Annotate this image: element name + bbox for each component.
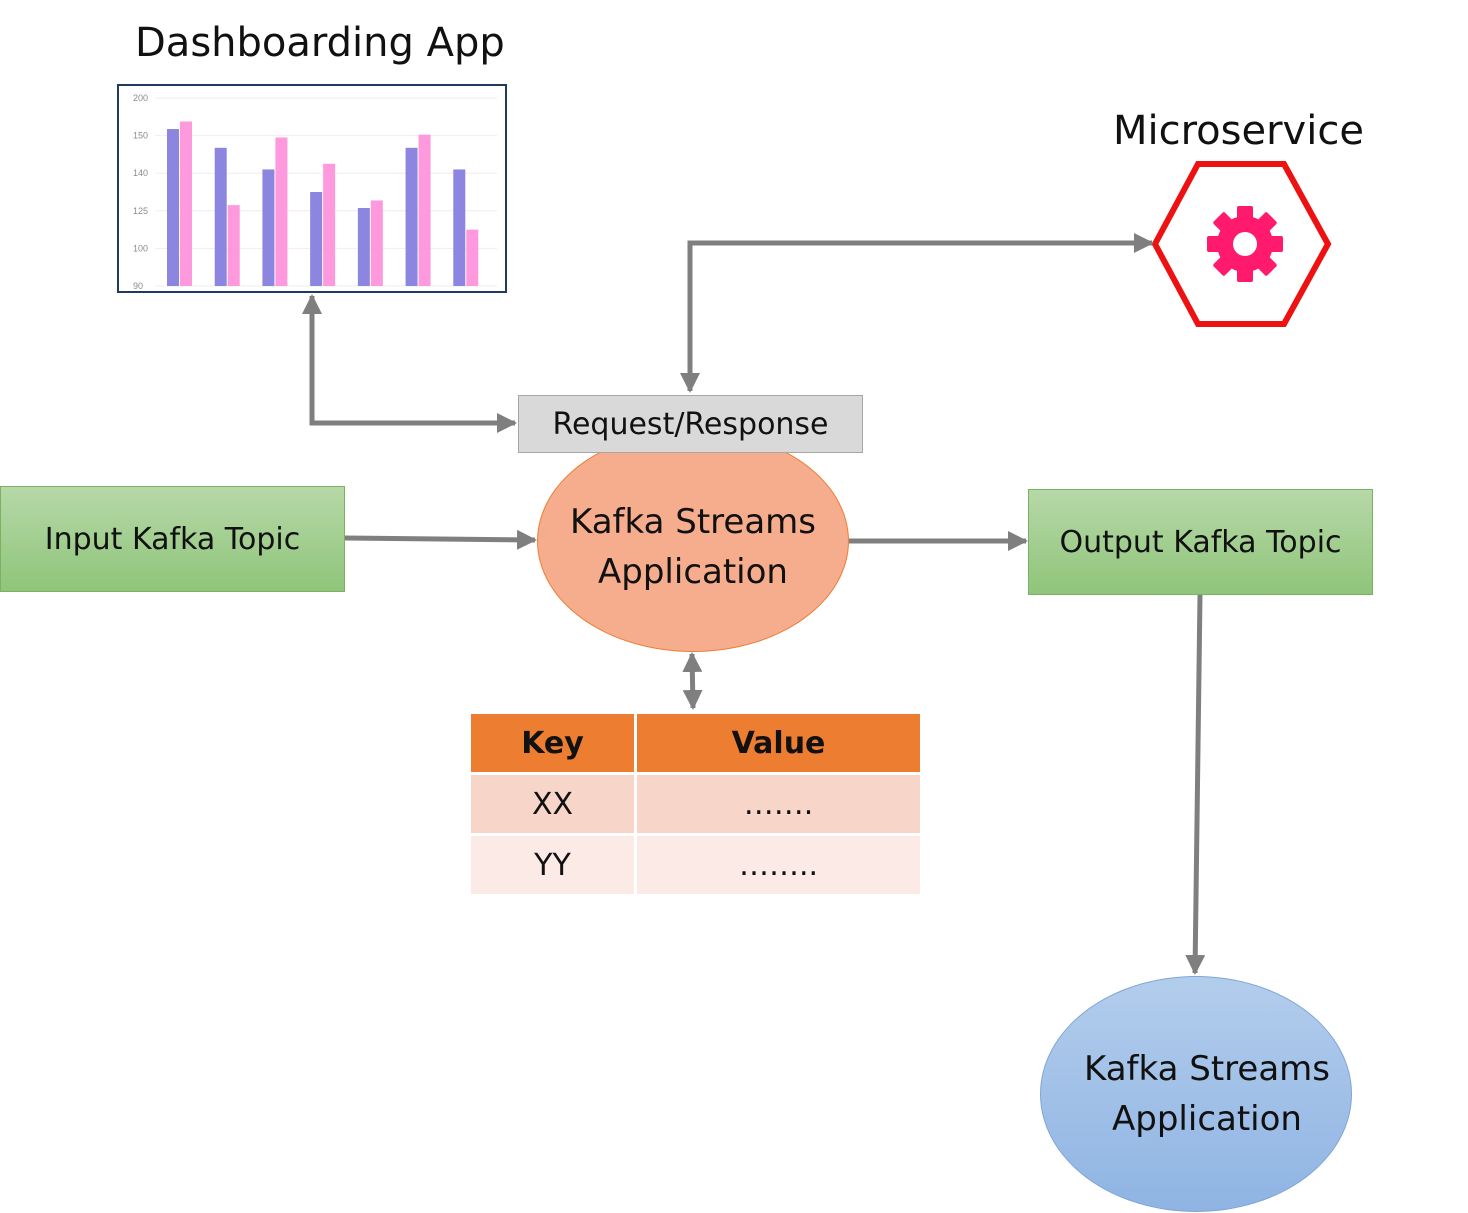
bar (418, 134, 431, 286)
kafka-streams-app-main: Kafka Streams Application (537, 430, 849, 652)
table-header-row: Key Value (468, 711, 923, 775)
app-store-arrow (682, 652, 703, 710)
key-cell: XX (468, 772, 637, 836)
app-downstream-line2: Application (1112, 1099, 1302, 1139)
microservice-hexagon (1151, 161, 1332, 327)
key-cell: YY (468, 833, 637, 897)
request-response-label: Request/Response (552, 406, 829, 442)
bar (167, 129, 179, 286)
key-column-header: Key (468, 711, 637, 775)
value-cell: …….. (634, 833, 923, 897)
dashboard-chart-svg: 200 150 140 125 100 90 (133, 93, 497, 291)
bar (323, 163, 336, 286)
dashboarding-app-title: Dashboarding App (135, 20, 505, 66)
input-to-app-arrow (344, 529, 537, 550)
bar (310, 192, 323, 286)
bar (214, 147, 227, 286)
input-topic-label: Input Kafka Topic (44, 521, 301, 557)
bar (180, 121, 192, 286)
kafka-streams-app-downstream: Kafka Streams Application (1040, 976, 1352, 1212)
y-tick-label: 90 (133, 281, 143, 291)
bar (466, 229, 479, 286)
dashboard-chart: 200 150 140 125 100 90 (117, 84, 507, 293)
bar (405, 147, 418, 286)
value-column-header: Value (634, 711, 923, 775)
output-to-downstream-arrow (1185, 594, 1206, 975)
input-kafka-topic: Input Kafka Topic (0, 486, 345, 592)
y-tick-label: 200 (133, 93, 148, 103)
state-store-table: Key Value XX ……. YY …….. (468, 711, 923, 897)
gear-icon (1207, 206, 1283, 282)
value-cell: ……. (634, 772, 923, 836)
y-tick-label: 140 (133, 168, 148, 178)
bar (357, 207, 370, 286)
bar (275, 137, 288, 286)
y-tick-label: 150 (133, 131, 148, 141)
table-row: YY …….. (468, 833, 923, 897)
bar (453, 169, 466, 286)
request-response-box: Request/Response (518, 395, 863, 453)
output-topic-label: Output Kafka Topic (1059, 524, 1342, 560)
bar (227, 205, 240, 286)
output-kafka-topic: Output Kafka Topic (1028, 489, 1373, 595)
dashboard-request-arrow (302, 294, 517, 433)
y-tick-label: 125 (133, 206, 148, 216)
microservice-title: Microservice (1113, 108, 1364, 154)
app-main-line1: Kafka Streams (570, 502, 816, 542)
bar (262, 169, 275, 286)
bar (370, 200, 383, 286)
y-tick-label: 100 (133, 243, 148, 253)
app-main-line2: Application (598, 552, 788, 592)
table-row: XX ……. (468, 772, 923, 836)
app-downstream-line1: Kafka Streams (1084, 1049, 1330, 1089)
microservice-request-arrow (680, 233, 1154, 393)
